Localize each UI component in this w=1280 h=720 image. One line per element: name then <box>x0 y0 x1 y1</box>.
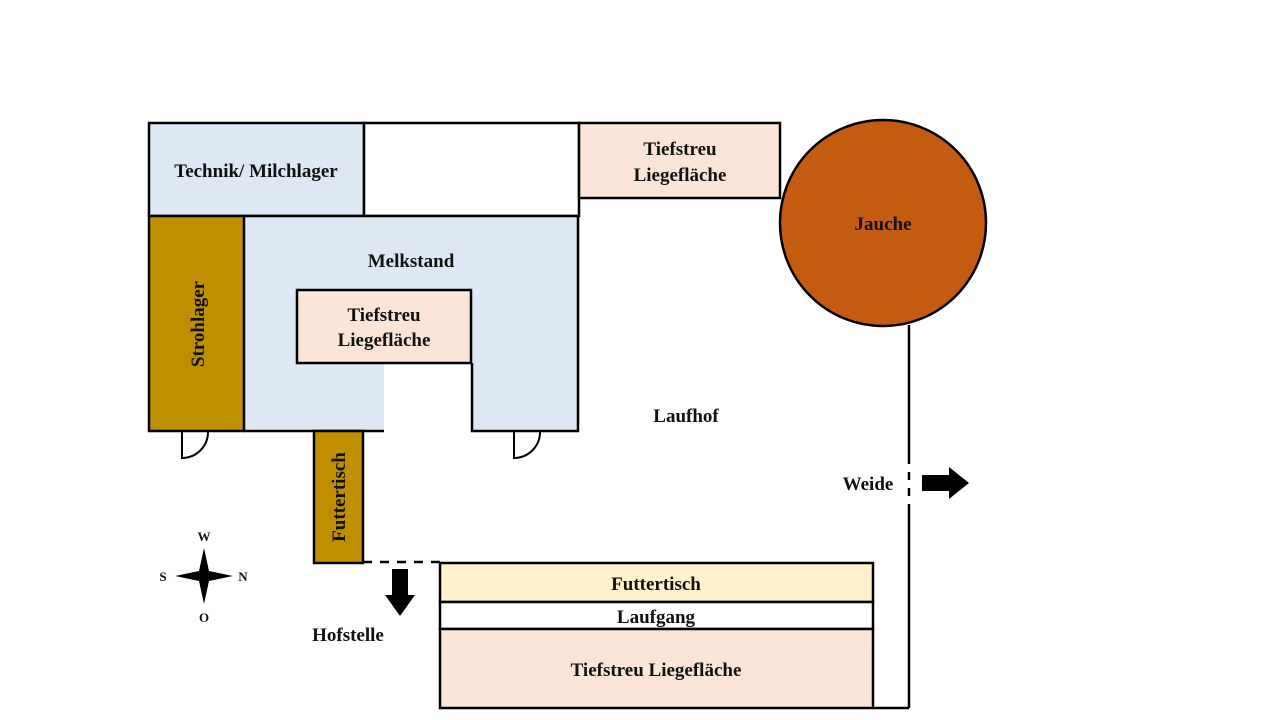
compass-east: O <box>199 610 209 625</box>
inner-liegeflaeche-label-1: Tiefstreu <box>347 305 421 326</box>
empty-room <box>362 121 581 218</box>
top-liegeflaeche-label-1: Tiefstreu <box>643 139 717 160</box>
futtertisch-bottom <box>438 561 875 604</box>
compass-south: S <box>159 569 166 584</box>
bottom-liegeflaeche <box>438 627 875 710</box>
technik-milchlager-room <box>147 121 366 218</box>
weide-arrow-icon <box>922 467 969 499</box>
futtertisch-vertical-label: Futtertisch <box>329 452 350 542</box>
jauche-tank <box>778 118 988 328</box>
inner-liegeflaeche-label-2: Liegefläche <box>338 330 431 351</box>
laufgang-label: Laufgang <box>617 607 696 628</box>
jauche-label: Jauche <box>855 214 912 235</box>
bottom-liegeflaeche-label: Tiefstreu Liegefläche <box>571 660 742 681</box>
laufgang-area <box>438 600 875 631</box>
door-swing-right <box>513 431 541 460</box>
compass-rose-icon: W S N O <box>159 529 248 625</box>
melkstand-label: Melkstand <box>368 251 455 272</box>
futtertisch-vertical <box>312 429 365 565</box>
weide-label: Weide <box>843 474 894 495</box>
inner-liegeflaeche <box>295 288 473 365</box>
strohlager-label: Strohlager <box>188 280 209 367</box>
hofstelle-label: Hofstelle <box>312 625 384 646</box>
top-liegeflaeche <box>577 121 782 200</box>
hofstelle-arrow-icon <box>385 569 415 616</box>
top-liegeflaeche-label-2: Liegefläche <box>634 165 727 186</box>
futtertisch-bottom-label: Futtertisch <box>611 574 701 595</box>
laufhof-label: Laufhof <box>653 406 719 427</box>
strohlager-room <box>147 214 246 433</box>
compass-west: W <box>198 529 211 544</box>
compass-star-icon <box>175 548 233 604</box>
technik-milchlager-label: Technik/ Milchlager <box>174 161 338 182</box>
door-swing-left <box>181 431 209 460</box>
compass-north: N <box>238 569 248 584</box>
